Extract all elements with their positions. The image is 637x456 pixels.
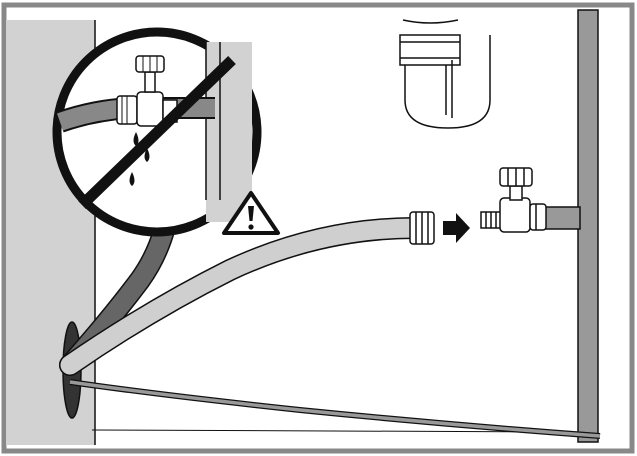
sink-drain-trap [399,19,491,129]
inlet-hose [60,218,425,375]
warning-triangle-icon [222,191,280,235]
power-cable [69,380,601,438]
prohibition-icon [52,27,262,237]
prohibition-slash [78,56,236,209]
water-drop-icon [129,172,135,186]
water-valve-icon [480,167,547,233]
water-drop-icon [133,132,139,146]
floor-line [91,429,581,433]
hose-coupling-nut [409,211,435,245]
right-supply-pipe [544,9,599,443]
water-drop-icon [144,148,150,162]
arrow-right-icon [443,213,470,243]
